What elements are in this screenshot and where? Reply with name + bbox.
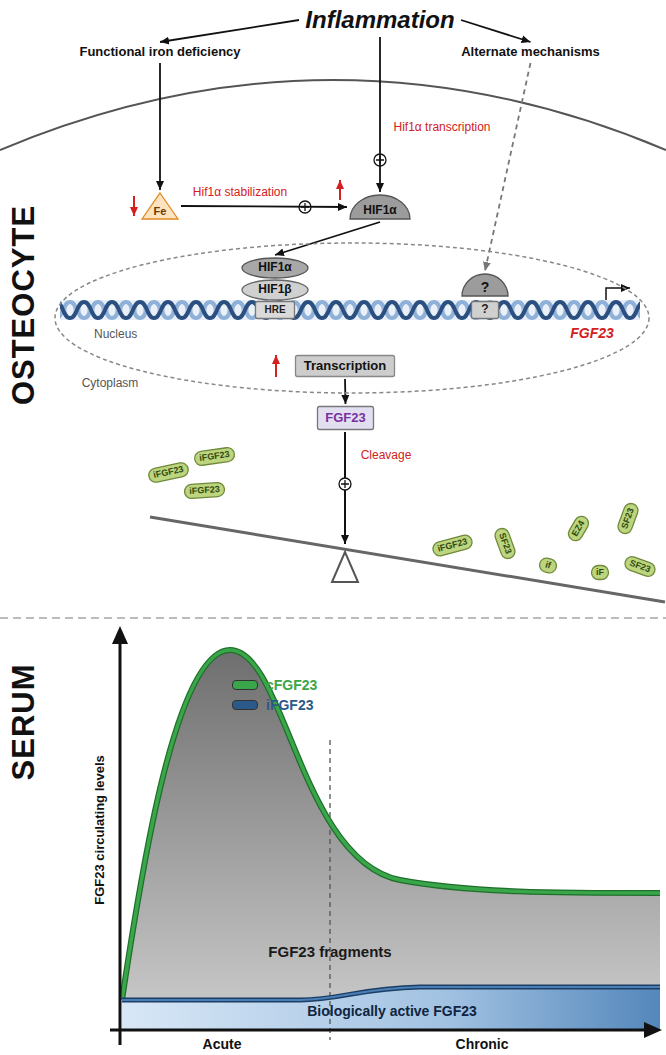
fgf23-molecule: iFGF23 [184, 482, 226, 500]
region-label: Cytoplasm [82, 377, 139, 390]
legend-text: iFGF23 [266, 697, 313, 713]
node-text: Fe [154, 205, 167, 218]
balance-fulcrum [332, 552, 358, 582]
section-divider [0, 617, 666, 619]
cell-membrane [0, 80, 666, 150]
axis-tick-label: Acute [203, 1037, 242, 1052]
node-text: HIF1α [363, 204, 396, 218]
fragment-area [122, 650, 660, 1000]
node-text: FGF23 [325, 411, 365, 426]
section-title: OSTEOCYTE [7, 205, 41, 405]
node-text: Functional iron deficiency [79, 45, 240, 60]
connector-arrow [461, 20, 531, 42]
cause-label: Alternate mechanisms [458, 44, 603, 61]
protein-shape: HIF1β [241, 279, 309, 301]
active-area [122, 987, 660, 1030]
connector-arrow [275, 222, 380, 255]
section-title: SERUM [7, 664, 41, 781]
connector-arrow [181, 206, 347, 207]
unknown-element: ? [471, 301, 499, 319]
process-box: Transcription [295, 355, 395, 377]
connector-arrow [379, 37, 381, 192]
axis-title: FGF23 circulating levels [93, 755, 107, 905]
unknown-factor: ? [461, 273, 509, 297]
edge-label: Hif1α stabilization [191, 186, 289, 200]
legend-swatch [232, 700, 258, 710]
legend-row: cFGF23 [232, 676, 317, 694]
area-label: FGF23 fragments [268, 944, 391, 961]
x-axis-head [644, 1022, 662, 1038]
protein-shape: HIF1α [349, 194, 411, 220]
balance-beam [150, 517, 665, 602]
y-axis-head [112, 626, 128, 644]
increase-arrow [339, 180, 341, 200]
increase-arrow [275, 355, 277, 377]
fgf23-molecule: iFGF23 [431, 533, 474, 558]
node-text: Inflammation [305, 6, 454, 34]
area-label: Biologically active FGF23 [307, 1004, 477, 1019]
connector-arrow [160, 20, 299, 42]
trigger-heading: Inflammation [301, 5, 459, 35]
fgf23-molecule: SF23 [615, 501, 640, 536]
iron-triangle: Fe [141, 192, 179, 220]
fgf23-molecule: EZ4 [565, 513, 591, 544]
node-text: Nucleus [94, 328, 137, 342]
gene-start-arrow [606, 288, 630, 300]
dna-helix [60, 300, 640, 320]
decrease-arrow [133, 196, 135, 216]
node-text: HRE [264, 304, 285, 316]
y-axis [119, 640, 122, 1045]
cfgf23-curve-edge [122, 650, 660, 1000]
plus-symbol [339, 478, 351, 490]
legend-text: cFGF23 [266, 677, 317, 693]
process-label: Cleavage [361, 449, 412, 462]
protein-shape: HIF1α [241, 257, 309, 279]
connector-arrow [159, 63, 161, 190]
gene-label: FGF23 [570, 326, 614, 341]
fgf23-molecule: if [537, 556, 558, 575]
node-text: iF [596, 567, 604, 577]
legend-row: iFGF23 [232, 696, 313, 714]
legend-swatch [232, 680, 258, 690]
ifgf23-curve [122, 987, 660, 1000]
protein-box: FGF23 [317, 406, 374, 430]
fgf23-molecule: iF [591, 565, 609, 580]
node-text: iFGF23 [189, 484, 220, 496]
fgf23-molecule: iFGF23 [193, 446, 236, 467]
node-text: Alternate mechanisms [461, 45, 600, 60]
fgf23-molecule: SF23 [622, 554, 657, 579]
node-text: ? [481, 279, 490, 295]
edge-label: Hif1α transcription [392, 121, 493, 135]
cfgf23-curve [122, 650, 660, 1000]
connector-arrow [485, 63, 531, 271]
response-element: HRE [255, 301, 295, 319]
node-text: HIF1β [258, 283, 291, 297]
cause-label: Functional iron deficiency [76, 44, 244, 61]
ifgf23-curve-core [122, 987, 660, 1000]
node-text: HIF1α [258, 261, 291, 275]
node-text: ? [481, 303, 488, 317]
x-axis [110, 1029, 648, 1032]
connector-arrow [344, 379, 346, 404]
fgf23-molecule: iFGF23 [147, 461, 190, 484]
nucleus-region: Nucleus HIF1αHIF1βHRE?? Transcription [54, 242, 650, 394]
fgf23-molecule: SF23 [492, 526, 517, 561]
node-text: Transcription [304, 359, 386, 374]
axis-tick-label: Chronic [456, 1037, 509, 1052]
